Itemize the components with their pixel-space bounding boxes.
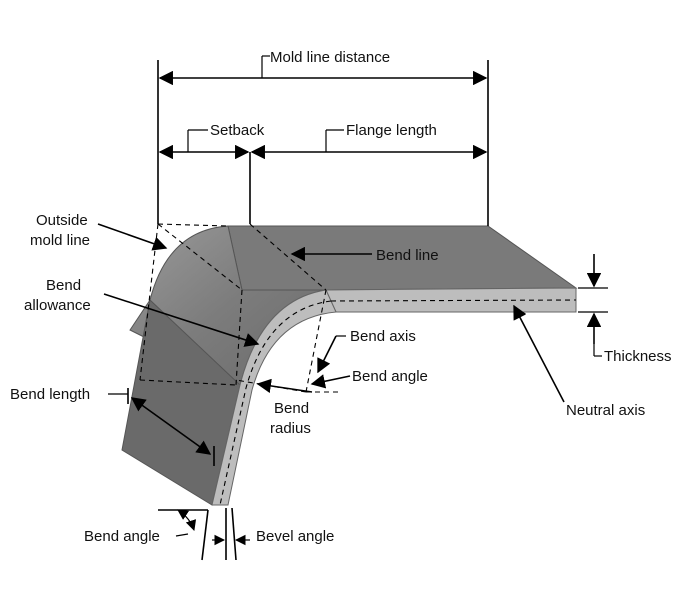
neutral-axis-line bbox=[219, 299, 577, 506]
label-outside-mold-line-1: Outside bbox=[36, 212, 88, 229]
label-bend-allowance-1: Bend bbox=[46, 277, 81, 294]
label-mold-line-distance: Mold line distance bbox=[270, 49, 390, 66]
label-flange-length: Flange length bbox=[346, 122, 437, 139]
label-bend-radius-1: Bend bbox=[274, 400, 309, 417]
setback-flange-dimension bbox=[158, 129, 488, 224]
label-bend-radius-2: radius bbox=[270, 420, 311, 437]
label-bend-angle-upper: Bend angle bbox=[352, 368, 428, 385]
mold-line-dimension bbox=[157, 55, 489, 226]
label-bend-length: Bend length bbox=[10, 386, 90, 403]
label-setback: Setback bbox=[210, 122, 265, 139]
thickness-dimension bbox=[578, 254, 608, 357]
label-bend-allowance-2: allowance bbox=[24, 297, 91, 314]
label-outside-mold-line-2: mold line bbox=[30, 232, 90, 249]
leader-lines bbox=[97, 223, 565, 403]
label-bend-axis: Bend axis bbox=[350, 328, 416, 345]
label-neutral-axis: Neutral axis bbox=[566, 402, 645, 419]
bottom-angle-details bbox=[158, 507, 250, 561]
label-bend-line: Bend line bbox=[376, 247, 439, 264]
label-bend-angle-lower: Bend angle bbox=[84, 528, 160, 545]
bend-length-dimension bbox=[108, 388, 215, 466]
label-bevel-angle: Bevel angle bbox=[256, 528, 334, 545]
label-thickness: Thickness bbox=[604, 348, 672, 365]
sheet-part bbox=[121, 225, 578, 506]
labels: Mold line distance Setback Flange length… bbox=[10, 49, 672, 545]
